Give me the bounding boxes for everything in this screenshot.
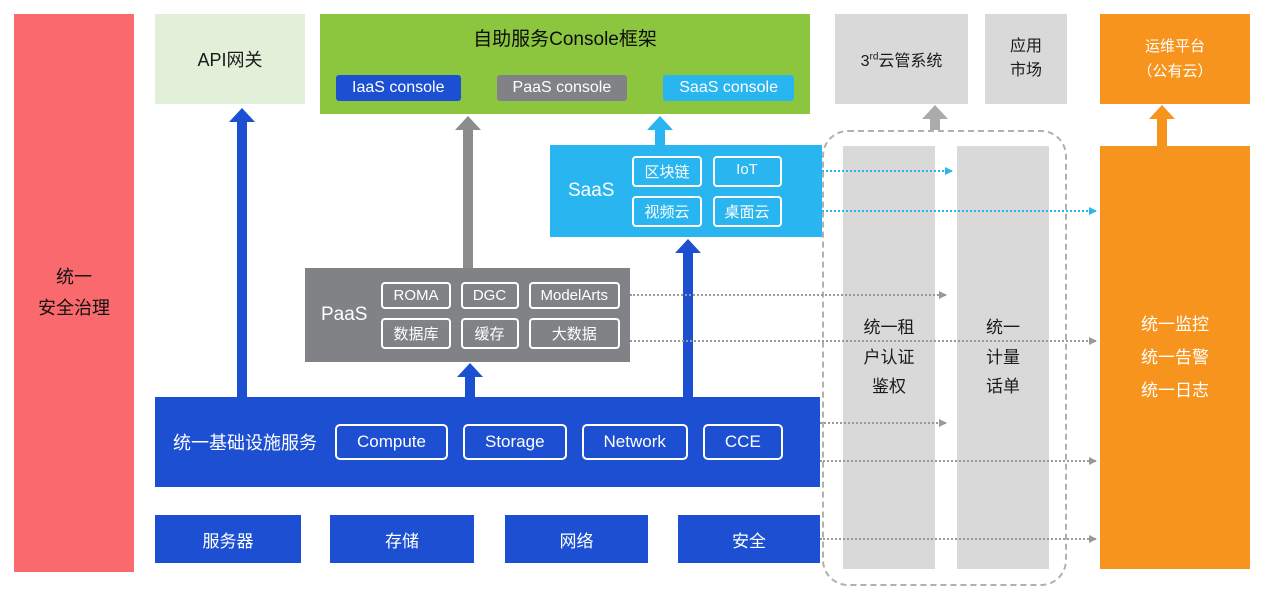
paas-console-button: PaaS console xyxy=(496,75,628,101)
om-platform-box: 运维平台 （公有云） xyxy=(1100,14,1250,104)
infra-chip-compute: Compute xyxy=(335,424,448,460)
arrow-monitor-to-om-platform xyxy=(1149,105,1175,146)
paas-chip-modelarts: ModelArts xyxy=(528,281,620,309)
billing-bar: 统一 计量 话单 xyxy=(957,146,1049,569)
arrow-infra-to-saas xyxy=(675,239,701,397)
arrow-infra-to-api-gateway xyxy=(229,108,255,397)
hardware-storage-box: 存储 xyxy=(330,515,474,563)
saas-layer-box: SaaS 区块链 IoT 视频云 桌面云 xyxy=(550,145,822,237)
monitor-bar: 统一监控 统一告警 统一日志 xyxy=(1100,146,1250,569)
saas-chip-blockchain: 区块链 xyxy=(632,155,702,187)
connector-paas-to-monitor xyxy=(630,337,1097,345)
infrastructure-chip-row: Compute Storage Network CCE xyxy=(335,424,783,460)
hardware-server-box: 服务器 xyxy=(155,515,301,563)
arrow-saas-to-console xyxy=(647,116,673,145)
saas-chip-iot: IoT xyxy=(712,155,782,187)
connector-infra-to-billing xyxy=(820,419,947,427)
paas-chip-dgc: DGC xyxy=(460,281,519,309)
third-party-cloud-box: 3rd云管系统 xyxy=(835,14,968,104)
connector-infra-to-monitor xyxy=(820,457,1097,465)
connector-paas-to-billing xyxy=(630,291,947,299)
saas-chip-desktop-cloud: 桌面云 xyxy=(712,195,782,227)
console-buttons-row: IaaS console PaaS console SaaS console xyxy=(336,75,794,101)
saas-chip-grid: 区块链 IoT 视频云 桌面云 xyxy=(632,155,782,227)
api-gateway-box: API网关 xyxy=(155,14,305,104)
console-framework-box: 自助服务Console框架 IaaS console PaaS console … xyxy=(320,14,810,114)
paas-chip-roma: ROMA xyxy=(381,281,451,309)
arrow-bars-to-third-party xyxy=(922,105,948,130)
saas-label: SaaS xyxy=(568,180,615,201)
hardware-security-box: 安全 xyxy=(678,515,820,563)
app-market-box: 应用 市场 xyxy=(985,14,1067,104)
saas-console-button: SaaS console xyxy=(663,75,794,101)
infrastructure-label: 统一基础设施服务 xyxy=(173,433,317,453)
paas-label: PaaS xyxy=(321,304,368,325)
arrow-infra-to-paas xyxy=(457,363,483,397)
saas-chip-video-cloud: 视频云 xyxy=(632,195,702,227)
console-framework-title: 自助服务Console框架 xyxy=(473,29,657,50)
iaas-console-button: IaaS console xyxy=(336,75,461,101)
paas-chip-bigdata: 大数据 xyxy=(528,317,620,349)
infra-chip-storage: Storage xyxy=(462,424,567,460)
arrow-paas-to-console xyxy=(455,116,481,268)
paas-layer-box: PaaS ROMA DGC ModelArts 数据库 缓存 大数据 xyxy=(305,268,630,362)
connector-hardware-to-monitor xyxy=(820,535,1097,543)
auth-billing-dashed-container xyxy=(822,130,1067,586)
paas-chip-database: 数据库 xyxy=(381,317,451,349)
auth-bar: 统一租 户认证 鉴权 xyxy=(843,146,935,569)
hardware-network-box: 网络 xyxy=(505,515,648,563)
infra-chip-network: Network xyxy=(581,424,688,460)
paas-chip-cache: 缓存 xyxy=(460,317,519,349)
infra-chip-cce: CCE xyxy=(702,424,783,460)
third-party-cloud-label: 3rd云管系统 xyxy=(860,51,943,70)
paas-chip-grid: ROMA DGC ModelArts 数据库 缓存 大数据 xyxy=(381,281,620,349)
connector-saas-to-billing xyxy=(822,167,953,175)
connector-saas-to-monitor xyxy=(822,207,1097,215)
security-governance-bar: 统一 安全治理 xyxy=(14,14,134,572)
infrastructure-layer-box: 统一基础设施服务 Compute Storage Network CCE xyxy=(155,397,820,487)
